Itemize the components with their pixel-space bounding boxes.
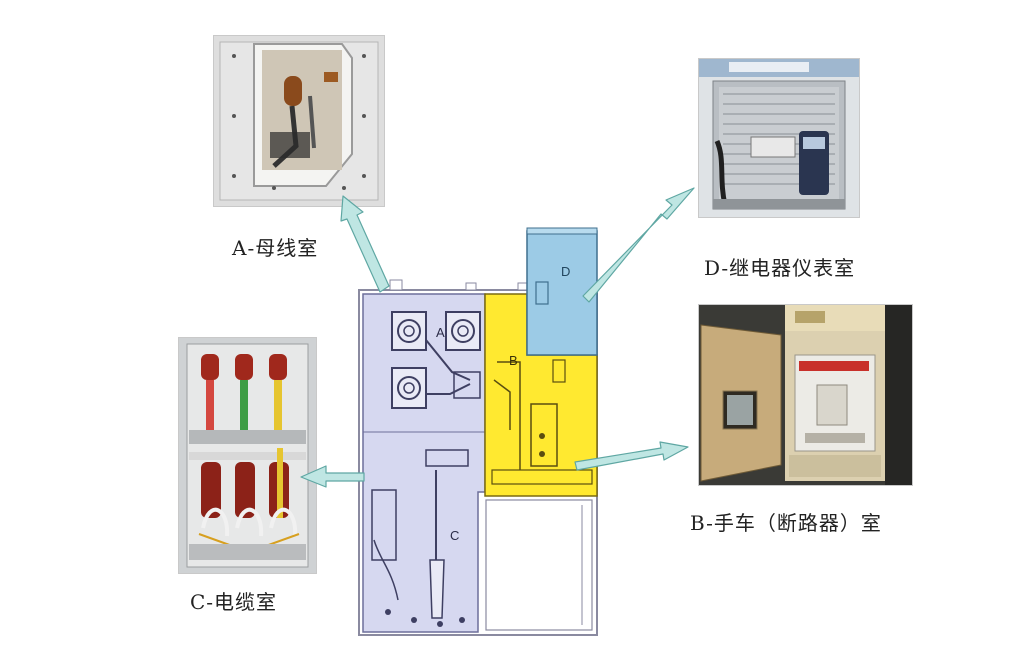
arrow-to-breaker-photo xyxy=(574,441,689,471)
caption-breaker-compartment: B-手车（断路器）室 xyxy=(690,511,882,535)
caption-busbar-compartment: A-母线室 xyxy=(232,236,319,260)
arrow-to-cable-photo xyxy=(300,465,365,488)
arrow-to-relay-photo xyxy=(582,187,695,303)
schematic-label-c: C xyxy=(450,528,459,543)
busbar-compartment-photo xyxy=(213,35,385,207)
caption-cable-compartment: C-电缆室 xyxy=(190,590,278,614)
arrow-to-busbar-photo xyxy=(340,195,390,293)
caption-relay-instrument-compartment: D-继电器仪表室 xyxy=(704,256,856,280)
schematic-label-d: D xyxy=(561,264,570,279)
schematic-label-a: A xyxy=(436,325,445,340)
relay-instrument-compartment-photo xyxy=(698,58,860,218)
cable-compartment-photo xyxy=(178,337,317,574)
schematic-label-b: B xyxy=(509,353,518,368)
breaker-compartment-photo xyxy=(698,304,913,486)
